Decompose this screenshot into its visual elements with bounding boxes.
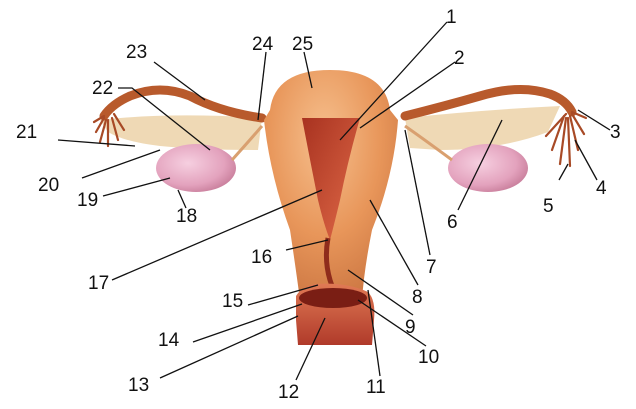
label-22: 22 <box>92 78 113 99</box>
label-12: 12 <box>278 382 299 403</box>
label-10: 10 <box>418 347 439 368</box>
left-fallopian-tube <box>104 90 262 118</box>
label-21: 21 <box>16 122 37 143</box>
label-4: 4 <box>596 178 607 199</box>
left-ovary <box>156 144 236 192</box>
label-13: 13 <box>128 375 149 396</box>
label-18: 18 <box>176 206 197 227</box>
label-25: 25 <box>292 34 313 55</box>
label-9: 9 <box>405 317 416 338</box>
label-20: 20 <box>38 175 59 196</box>
label-5: 5 <box>543 196 554 217</box>
label-19: 19 <box>77 190 98 211</box>
right-ovary <box>448 144 528 192</box>
label-7: 7 <box>426 257 437 278</box>
label-11: 11 <box>366 377 386 398</box>
label-23: 23 <box>126 42 147 63</box>
label-6: 6 <box>447 212 458 233</box>
label-17: 17 <box>88 273 109 294</box>
label-14: 14 <box>158 330 180 351</box>
label-15: 15 <box>222 291 243 312</box>
vaginal-fornix <box>299 288 367 308</box>
label-2: 2 <box>454 48 465 69</box>
label-8: 8 <box>412 287 423 308</box>
label-16: 16 <box>251 247 272 268</box>
label-24: 24 <box>252 34 274 55</box>
label-1: 1 <box>446 7 457 28</box>
label-3: 3 <box>610 122 621 143</box>
